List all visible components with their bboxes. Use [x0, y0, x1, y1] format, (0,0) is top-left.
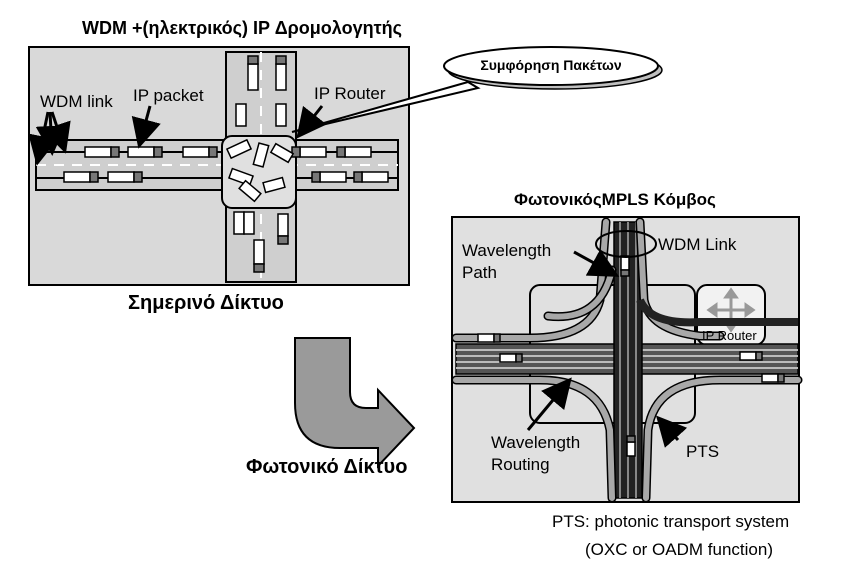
wdm-link-ellipse [595, 230, 657, 258]
wdm-link-arrows [28, 111, 71, 166]
bottom-ip-router-label: IP Router [702, 328, 757, 343]
wavelength-path-label: Wavelength Path [462, 241, 552, 282]
callout-tail [291, 80, 481, 133]
ip-packet-arrow [131, 105, 161, 149]
bottom-packets [477, 255, 785, 457]
top-caption: Σημερινό Δίκτυο [128, 292, 284, 314]
callout-text: Συμφόρηση Πακέτων [480, 57, 622, 73]
wavelength-routing-label: Wavelength Routing [491, 433, 581, 474]
transition-arrow [294, 337, 416, 469]
wdm-link-label: WDM link [40, 92, 113, 111]
pts-label: PTS [686, 442, 720, 461]
footnote-line2: (OXC or OADM function) [585, 540, 773, 559]
bottom-diagram-title: ΦωτονικόςMPLS Κόμβος [514, 190, 716, 209]
bottom-label-arrows [526, 249, 688, 448]
arrow-caption: Φωτονικό Δίκτυο [246, 456, 408, 478]
callout-bubble [443, 46, 659, 86]
bottom-wdm-link-label: WDM Link [658, 235, 737, 254]
top-diagram-title: WDM +(ηλεκτρικός) IP Δρομολογητής [82, 18, 402, 38]
footnote-line1: PTS: photonic transport system [552, 512, 790, 531]
wavelength-path-lane [636, 298, 798, 327]
ip-router-label: IP Router [314, 84, 386, 103]
router-cross-icon [706, 287, 756, 333]
ip-packet-label: IP packet [133, 86, 204, 105]
top-packets [63, 55, 389, 273]
